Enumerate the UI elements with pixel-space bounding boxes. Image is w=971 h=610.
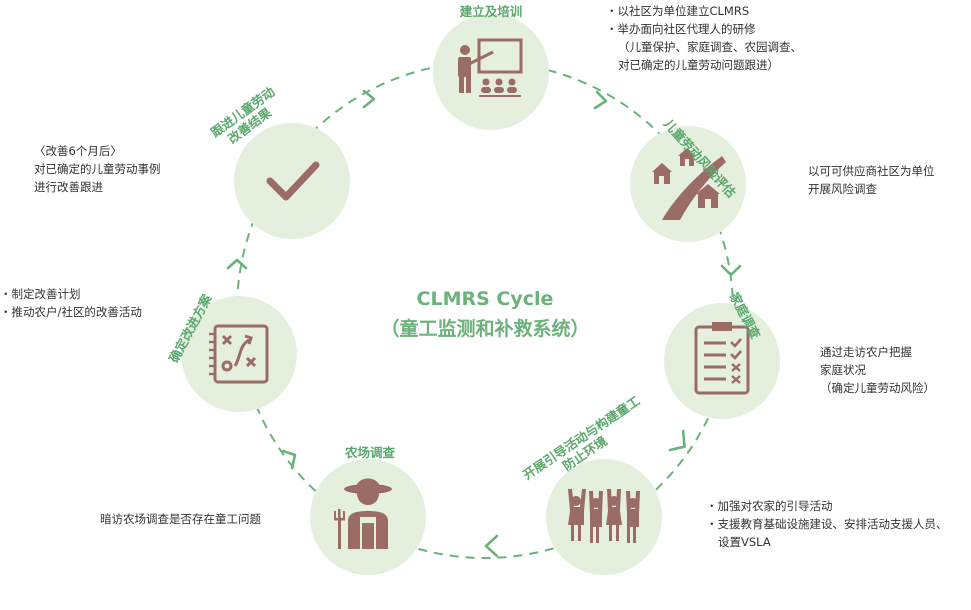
step-node-farm-survey [310, 459, 426, 575]
desc-line: 以社区为单位建立CLMRS [606, 2, 802, 20]
desc-line: 举办面向社区代理人的研修 [606, 20, 802, 38]
desc-line: 开展风险调查 [808, 182, 877, 196]
step-node-improvement-plan [181, 296, 297, 412]
step-description: 通过走访农户把握 家庭状况 （确定儿童劳动风险） [820, 343, 935, 397]
step-node-risk-assessment [630, 126, 746, 242]
ring-arrow [593, 90, 608, 110]
strategy-board-icon [209, 324, 269, 384]
cycle-title-main: CLMRS Cycle [416, 288, 554, 310]
ring-arrow [281, 449, 297, 470]
desc-line: 设置VSLA [718, 535, 771, 549]
desc-line: 对已确定的儿童劳动问题跟进） [618, 58, 779, 72]
step-description: 〈改善6个月后〉 对已确定的儿童劳动事例 进行改善跟进 [34, 142, 161, 196]
step-description: 以社区为单位建立CLMRS 举办面向社区代理人的研修 （儿童保护、家庭调查、农园… [606, 2, 803, 74]
step-node-household-survey [664, 303, 780, 419]
checkmark-icon [266, 161, 320, 201]
desc-line: 制定改善计划 [0, 285, 142, 303]
farmer-icon [334, 478, 392, 549]
desc-line: 进行改善跟进 [34, 180, 103, 194]
checklist-clipboard-icon [694, 322, 750, 395]
ring-arrow [484, 534, 499, 558]
step-node-setup-training [433, 14, 549, 130]
step-description: 暗访农场调查是否存在童工问题 [100, 510, 261, 528]
desc-line: 推动农户/社区的改善活动 [0, 303, 142, 321]
step-description: 加强对农家的引导活动 支援教育基础设施建设、安排活动支援人员、 设置VSLA [706, 497, 948, 551]
step-description: 以可可供应商社区为单位 开展风险调查 [808, 162, 935, 198]
step-label: 建立及培训 [459, 4, 523, 19]
step-node-follow-up [234, 123, 350, 239]
cycle-title: CLMRS Cycle （童工监测和补救系统） [355, 284, 615, 344]
step-label: 农场调查 [344, 445, 395, 460]
houses-road-icon [652, 148, 726, 220]
desc-line: 对已确定的儿童劳动事例 [34, 162, 161, 176]
desc-line: 家庭状况 [820, 363, 866, 377]
desc-line: （儿童保护、家庭调查、农园调查、 [618, 40, 802, 54]
desc-line: （确定儿童劳动风险） [820, 381, 935, 395]
ring-arrow [720, 264, 742, 277]
desc-line: 支援教育基础设施建设、安排活动支援人员、 [706, 515, 948, 533]
desc-line: 以可可供应商社区为单位 [808, 164, 935, 178]
children-group-icon [568, 489, 640, 543]
desc-line: 通过走访农户把握 [820, 345, 912, 359]
step-description: 制定改善计划 推动农户/社区的改善活动 [0, 285, 142, 321]
cycle-title-sub: （童工监测和补救系统） [380, 318, 590, 340]
step-node-awareness-activities [546, 459, 662, 575]
ring-arrow [226, 258, 248, 270]
ring-arrow [362, 89, 376, 109]
ring-arrow [668, 429, 686, 452]
desc-line: 暗访农场调查是否存在童工问题 [100, 512, 261, 526]
desc-line: 加强对农家的引导活动 [706, 497, 948, 515]
teacher-presentation-icon [458, 38, 523, 97]
desc-line: 〈改善6个月后〉 [34, 144, 122, 158]
